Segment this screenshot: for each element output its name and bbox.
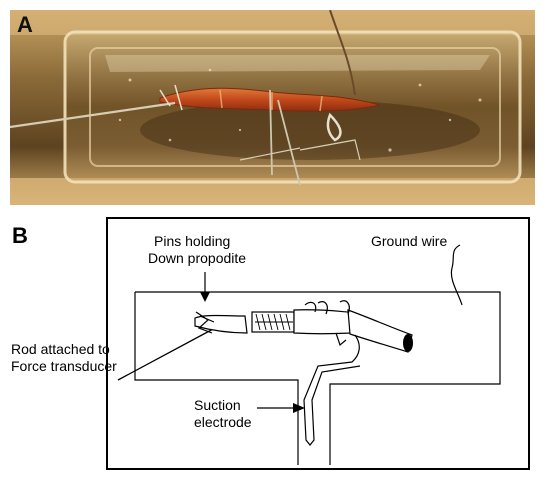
chamber-outline: [134, 291, 501, 465]
leg-base: [347, 309, 413, 353]
pins-label-line1: Pins holding: [154, 233, 231, 249]
debris-speckles: [118, 68, 482, 152]
photograph-preparation: [10, 10, 535, 205]
suction-electrode: [269, 89, 301, 186]
ground-wire-label: Ground wire: [371, 233, 448, 249]
suction-label-line1: Suction: [194, 397, 241, 413]
water-reflection: [105, 55, 490, 72]
panel-label-b: B: [12, 223, 28, 248]
rod-label-line2: Force transducer: [11, 358, 117, 374]
rod-label-line1: Rod attached to: [11, 341, 110, 357]
outer-frame: [106, 217, 530, 470]
suction-label-line2: electrode: [194, 414, 252, 430]
holding-pin: [159, 84, 183, 111]
panel-label-a: A: [17, 12, 33, 37]
suction-electrode-line: [303, 334, 361, 446]
leg-segment: [293, 309, 353, 335]
force-rod: [10, 101, 176, 129]
shadow-region: [140, 100, 480, 160]
leg-base-opening: [403, 334, 413, 352]
leg-pins: [195, 311, 215, 334]
specimen-segment-line: [219, 89, 323, 112]
schematic-diagram: [106, 217, 530, 470]
pins-pointer-arrowhead: [200, 292, 210, 302]
suction-pointer-arrowhead: [293, 403, 305, 413]
rod-line: [117, 327, 216, 381]
support-wire: [239, 139, 361, 161]
hatch-marks: [255, 313, 293, 331]
ground-wire-line: [450, 244, 463, 306]
pins-label-line2: Down propodite: [148, 250, 247, 266]
ground-wire: [329, 10, 356, 96]
wire-loop: [326, 112, 342, 142]
electrode-wire-loops: [304, 300, 350, 347]
